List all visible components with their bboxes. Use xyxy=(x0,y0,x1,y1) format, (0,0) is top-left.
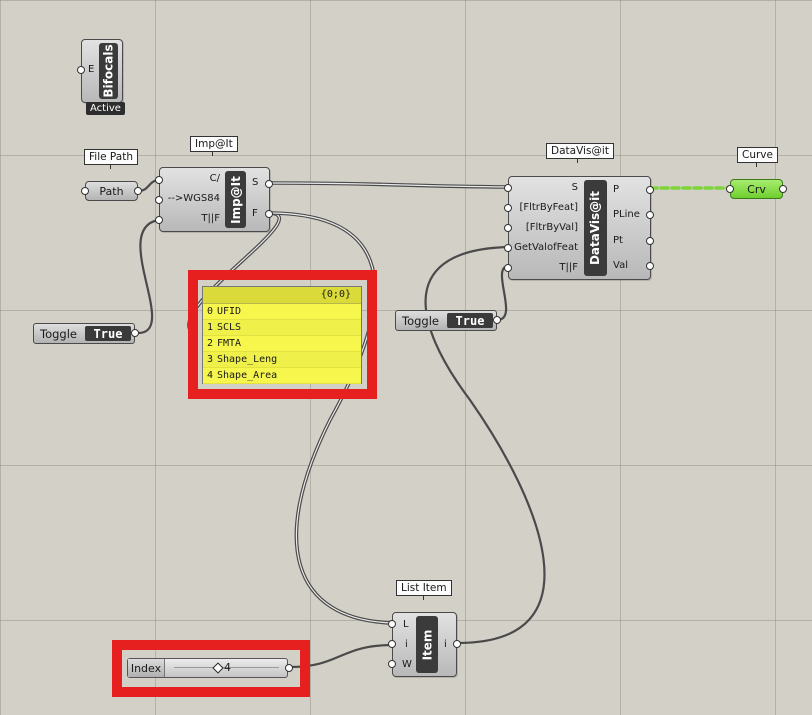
curve-output-grip[interactable] xyxy=(779,185,787,193)
datavis-output-val: Val xyxy=(613,260,628,271)
impit-input-c: C/ xyxy=(209,173,220,184)
datavis-output-grip-p[interactable] xyxy=(646,186,654,194)
path-output-grip[interactable] xyxy=(134,187,142,195)
datavis-input-fltrbyval: [FltrByVal] xyxy=(525,222,578,233)
datavis-title: DataVis@it xyxy=(584,180,607,276)
toggle-right-label: Toggle xyxy=(402,313,439,328)
list-item-output-i: i xyxy=(444,639,447,650)
impit-title: Imp@It xyxy=(225,171,246,228)
wire-toggle-to-impit xyxy=(136,218,160,335)
bifocals-input-grip[interactable] xyxy=(77,66,85,74)
datavis-output-pt: Pt xyxy=(613,235,623,246)
index-slider-label: Index xyxy=(128,659,165,677)
datavis-output-grip-pline[interactable] xyxy=(646,211,654,219)
datavis-input-tf: T||F xyxy=(559,262,578,273)
slider-value: 4 xyxy=(224,661,231,674)
datavis-component[interactable]: S [FltrByFeat] [FltrByVal] GetValofFeat … xyxy=(508,176,651,280)
curve-parameter[interactable]: Crv xyxy=(730,179,783,199)
list-item-component[interactable]: L i W Item i xyxy=(392,612,457,677)
impit-output-grip-s[interactable] xyxy=(265,180,273,188)
wire-toggle2-to-datavis xyxy=(495,264,510,322)
curve-input-grip[interactable] xyxy=(726,185,734,193)
path-input-grip[interactable] xyxy=(81,187,89,195)
slider-track xyxy=(174,667,279,668)
impit-input-grip-wgs[interactable] xyxy=(155,196,163,204)
impit-output-f: F xyxy=(252,208,258,219)
datavis-input-grip-s[interactable] xyxy=(504,184,512,192)
datavis-output-grip-val[interactable] xyxy=(646,262,654,270)
list-item-input-grip-w[interactable] xyxy=(388,660,396,668)
curve-tag: Curve xyxy=(737,147,778,163)
list-item-input-i: i xyxy=(405,639,408,650)
curve-tag-pin xyxy=(756,162,757,167)
toggle-left[interactable]: Toggle True xyxy=(33,323,135,344)
impit-input-grip-c[interactable] xyxy=(155,176,163,184)
wire-item-to-datavis xyxy=(424,245,546,645)
impit-component[interactable]: C/ -->WGS84 T||F Imp@It S F xyxy=(159,167,270,232)
list-item-tag-pin xyxy=(423,595,424,600)
file-path-tag-pin xyxy=(110,164,111,169)
list-item-input-w: W xyxy=(402,659,412,670)
impit-input-tf: T||F xyxy=(201,213,220,224)
impit-output-grip-f[interactable] xyxy=(265,210,273,218)
path-parameter[interactable]: Path xyxy=(85,181,138,201)
datavis-input-grip-getvaloffeat[interactable] xyxy=(504,244,512,252)
impit-tag-pin xyxy=(212,151,213,156)
slider-highlight-box xyxy=(112,640,310,697)
datavis-tag: DataVis@it xyxy=(546,143,614,159)
impit-input-wgs84: -->WGS84 xyxy=(167,193,220,204)
impit-output-s: S xyxy=(252,177,259,188)
panel-highlight-box xyxy=(188,270,377,399)
toggle-left-output-grip[interactable] xyxy=(131,329,139,337)
bifocals-status-badge: Active xyxy=(86,102,125,115)
toggle-right-value[interactable]: True xyxy=(447,313,493,328)
datavis-input-getvaloffeat: GetValofFeat xyxy=(514,242,578,253)
datavis-input-grip-fltrbyfeat[interactable] xyxy=(504,204,512,212)
panel-path-header: {0;0} xyxy=(203,287,361,304)
bifocals-title: Bifocals xyxy=(99,43,118,99)
list-item-input-grip-l[interactable] xyxy=(388,620,396,628)
index-slider-output-grip[interactable] xyxy=(285,664,293,672)
toggle-right-output-grip[interactable] xyxy=(493,316,501,324)
file-path-tag: File Path xyxy=(84,149,138,165)
datavis-output-grip-pt[interactable] xyxy=(646,237,654,245)
bifocals-component[interactable]: E Bifocals xyxy=(81,39,123,103)
datavis-input-grip-tf[interactable] xyxy=(504,264,512,272)
impit-input-grip-tf[interactable] xyxy=(155,216,163,224)
impit-tag: Imp@It xyxy=(190,136,238,152)
datavis-input-s: S xyxy=(571,182,578,193)
list-item-output-grip-i[interactable] xyxy=(453,640,461,648)
toggle-right[interactable]: Toggle True xyxy=(395,310,497,331)
list-item-tag: List Item xyxy=(396,580,452,596)
datavis-output-pline: PLine xyxy=(613,209,640,220)
toggle-left-label: Toggle xyxy=(40,326,77,341)
index-slider[interactable]: Index 4 xyxy=(127,658,288,678)
list-item-input-grip-i[interactable] xyxy=(388,640,396,648)
bifocals-input-e: E xyxy=(88,64,95,75)
datavis-input-fltrbyfeat: [FltrByFeat] xyxy=(519,202,578,213)
list-item-title: Item xyxy=(416,616,438,673)
list-item-input-l: L xyxy=(403,619,409,630)
datavis-output-p: P xyxy=(613,184,620,195)
datavis-tag-pin xyxy=(577,158,578,163)
toggle-left-value[interactable]: True xyxy=(85,326,131,341)
datavis-input-grip-fltrbyval[interactable] xyxy=(504,224,512,232)
